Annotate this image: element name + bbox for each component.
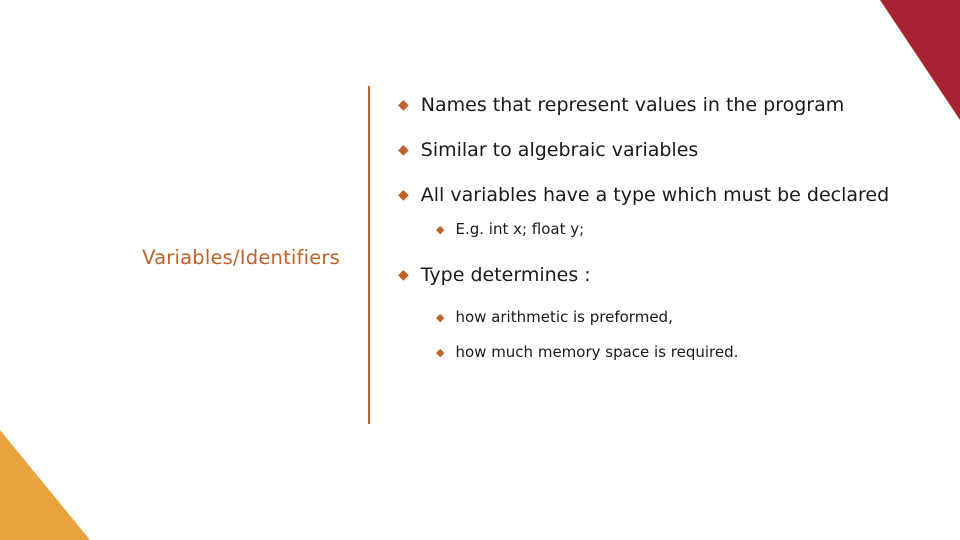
bullet-item: ◆ All variables have a type which must b… xyxy=(398,182,898,209)
bullet-text: how much memory space is required. xyxy=(455,342,739,361)
bullet-item: ◆ Names that represent values in the pro… xyxy=(398,92,898,119)
bullet-item: ◆ how arithmetic is preformed, xyxy=(436,307,898,328)
diamond-bullet-icon: ◆ xyxy=(398,266,409,283)
diamond-bullet-icon: ◆ xyxy=(398,141,409,158)
diamond-bullet-icon: ◆ xyxy=(398,97,409,113)
bullet-item: ◆ how much memory space is required. xyxy=(436,342,898,363)
bullet-text: E.g. int x; float y; xyxy=(455,219,585,238)
diamond-bullet-icon: ◆ xyxy=(398,186,409,203)
bullet-text: how arithmetic is preformed, xyxy=(455,307,673,326)
vertical-divider xyxy=(368,86,370,424)
bullet-item: ◆ Type determines : xyxy=(398,262,898,289)
bullet-text: Similar to algebraic variables xyxy=(420,138,699,161)
bullet-item: ◆ E.g. int x; float y; xyxy=(436,219,898,240)
slide-title-text: Variables/Identifiers xyxy=(142,246,340,269)
diamond-bullet-icon: ◆ xyxy=(436,345,445,359)
bullet-text: Names that represent values in the progr… xyxy=(420,94,845,116)
slide-title: Variables/Identifiers xyxy=(40,246,340,270)
bullet-text: All variables have a type which must be … xyxy=(420,183,890,206)
slide-body: ◆ Names that represent values in the pro… xyxy=(398,92,898,377)
decorative-shape-bottom-left xyxy=(0,430,90,540)
diamond-bullet-icon: ◆ xyxy=(436,222,445,236)
bullet-text: Type determines : xyxy=(420,263,591,286)
diamond-bullet-icon: ◆ xyxy=(436,310,445,324)
bullet-item: ◆ Similar to algebraic variables xyxy=(398,137,898,164)
